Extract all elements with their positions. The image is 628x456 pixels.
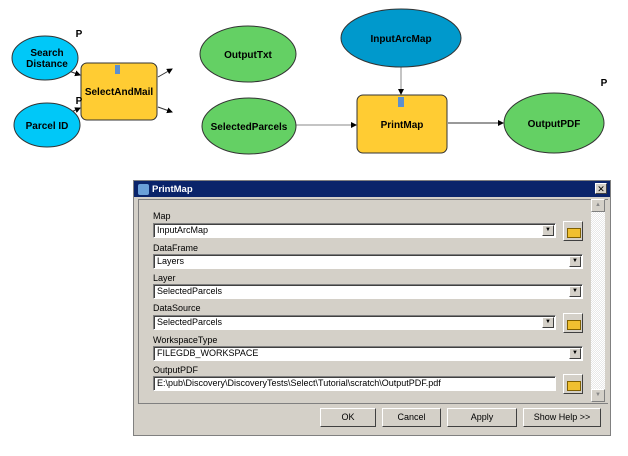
- node-label: Search: [30, 48, 63, 59]
- node-label: OutputPDF: [528, 119, 581, 130]
- dropdown-arrow-icon[interactable]: ▼: [569, 256, 581, 267]
- apply-button[interactable]: Apply: [447, 408, 517, 427]
- node-label: InputArcMap: [370, 34, 431, 45]
- dataframe-label: DataFrame: [153, 243, 199, 253]
- browse-datasource-button[interactable]: [563, 313, 583, 333]
- model-diagram: Search Distance Parcel ID SelectAndMail …: [11, 8, 608, 155]
- close-button[interactable]: ✕: [595, 183, 607, 194]
- workspacetype-value: FILEGDB_WORKSPACE: [157, 348, 259, 358]
- node-label: Parcel ID: [26, 121, 69, 132]
- folder-icon: [567, 320, 581, 330]
- layer-value: SelectedParcels: [157, 286, 223, 296]
- outputpdf-input[interactable]: E:\pub\Discovery\DiscoveryTests\Select\T…: [153, 376, 556, 391]
- workspacetype-combobox[interactable]: FILEGDB_WORKSPACE ▼: [153, 346, 583, 361]
- dropdown-arrow-icon[interactable]: ▼: [542, 317, 554, 328]
- input-arcmap-node[interactable]: InputArcMap: [340, 8, 462, 68]
- model-tool-icon: [115, 65, 120, 74]
- node-label: SelectAndMail: [85, 87, 154, 98]
- search-distance-node[interactable]: Search Distance: [11, 35, 79, 81]
- scrollbar[interactable]: ▲ ▼: [591, 199, 605, 402]
- scroll-down-button[interactable]: ▼: [591, 389, 605, 402]
- parcel-id-node[interactable]: Parcel ID: [13, 102, 81, 148]
- title-bar: PrintMap: [134, 181, 610, 197]
- parameter-marker: P: [601, 78, 608, 89]
- dropdown-arrow-icon[interactable]: ▼: [542, 225, 554, 236]
- dropdown-arrow-icon[interactable]: ▼: [569, 348, 581, 359]
- node-label: Distance: [26, 59, 68, 70]
- folder-icon: [567, 381, 581, 391]
- output-txt-node[interactable]: OutputTxt: [199, 25, 297, 83]
- script-tool-icon: [398, 97, 404, 107]
- parameter-marker: P: [76, 29, 83, 40]
- output-pdf-node[interactable]: OutputPDF: [503, 92, 605, 154]
- node-label: OutputTxt: [224, 50, 272, 61]
- cancel-button[interactable]: Cancel: [382, 408, 441, 427]
- selected-parcels-node[interactable]: SelectedParcels: [201, 97, 297, 155]
- dataframe-combobox[interactable]: Layers ▼: [153, 254, 583, 269]
- browse-map-button[interactable]: [563, 221, 583, 241]
- printmap-dialog: PrintMap ✕ ▲ ▼ Map InputArcMap ▼ DataFram…: [133, 180, 611, 436]
- select-and-mail-tool[interactable]: SelectAndMail: [80, 62, 158, 121]
- map-label: Map: [153, 211, 171, 221]
- dataframe-value: Layers: [157, 256, 185, 266]
- dropdown-arrow-icon[interactable]: ▼: [569, 286, 581, 297]
- show-help-button[interactable]: Show Help >>: [523, 408, 601, 427]
- dialog-title: PrintMap: [152, 183, 193, 195]
- scroll-up-button[interactable]: ▲: [591, 199, 605, 212]
- map-value: InputArcMap: [157, 225, 209, 235]
- script-tool-icon: [138, 183, 149, 195]
- datasource-value: SelectedParcels: [157, 317, 223, 327]
- outputpdf-label: OutputPDF: [153, 365, 199, 375]
- parameters-panel: [138, 199, 608, 404]
- datasource-combobox[interactable]: SelectedParcels ▼: [153, 315, 556, 330]
- map-combobox[interactable]: InputArcMap ▼: [153, 223, 556, 238]
- browse-outputpdf-button[interactable]: [563, 374, 583, 394]
- folder-icon: [567, 228, 581, 238]
- layer-combobox[interactable]: SelectedParcels ▼: [153, 284, 583, 299]
- datasource-label: DataSource: [153, 303, 201, 313]
- print-map-tool[interactable]: PrintMap: [356, 94, 448, 154]
- ok-button[interactable]: OK: [320, 408, 376, 427]
- layer-label: Layer: [153, 273, 176, 283]
- outputpdf-value: E:\pub\Discovery\DiscoveryTests\Select\T…: [157, 378, 441, 388]
- workspacetype-label: WorkspaceType: [153, 335, 218, 345]
- node-label: PrintMap: [381, 120, 424, 131]
- node-label: SelectedParcels: [211, 122, 288, 133]
- parameter-marker: P: [76, 96, 83, 107]
